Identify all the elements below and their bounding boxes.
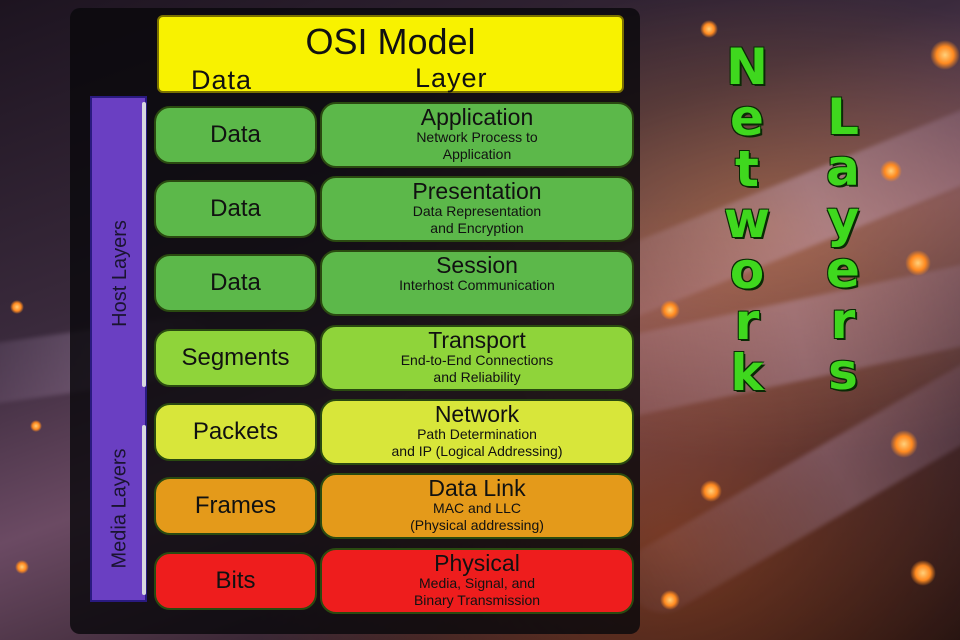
word-letter: w <box>723 191 771 249</box>
host-group-divider <box>142 102 146 387</box>
column-header-layer: Layer <box>415 63 488 93</box>
word-letter: L <box>827 88 859 146</box>
diagram-title: OSI Model <box>305 21 476 62</box>
host-layers-label: Host Layers <box>108 219 131 327</box>
light-spark <box>880 160 902 182</box>
word-letter: e <box>730 89 764 147</box>
light-spark <box>890 430 918 458</box>
layer-description: Data Representation <box>412 203 542 219</box>
light-spark <box>905 250 931 276</box>
layer-description: Interhost Communication <box>399 277 555 293</box>
layer-name: Presentation <box>412 178 542 204</box>
title-box: OSI Model Data Layer <box>157 15 624 95</box>
data-unit-pill: Frames <box>154 477 317 535</box>
column-header-data: Data <box>191 65 253 95</box>
data-unit-pill: Data <box>154 106 317 164</box>
layer-description: Binary Transmission <box>413 592 541 608</box>
data-unit-pill: Segments <box>154 329 317 387</box>
data-unit-pill: Data <box>154 180 317 238</box>
layer-name: Transport <box>428 327 526 353</box>
light-spark <box>15 560 29 574</box>
layer-description: Application <box>442 146 512 162</box>
layer-name: Physical <box>434 550 520 576</box>
media-group-divider <box>142 425 146 595</box>
word-letter: a <box>826 139 860 197</box>
word-letter: o <box>729 242 765 300</box>
layer-description: End-to-End Connections <box>400 352 554 368</box>
light-spark <box>700 480 722 502</box>
media-layers-label: Media Layers <box>108 447 131 569</box>
word-letter: t <box>735 140 759 198</box>
data-unit-pill: Bits <box>154 552 317 610</box>
layer-description: and IP (Logical Addressing) <box>391 443 563 459</box>
layer-description: Network Process to <box>416 129 538 145</box>
word-letter: N <box>726 38 768 96</box>
layer-name: Application <box>420 104 534 130</box>
layer-description: Path Determination <box>417 426 537 442</box>
layer-group-bar: Host Layers Media Layers <box>90 96 147 602</box>
light-spark <box>30 420 42 432</box>
light-spark <box>660 300 680 320</box>
light-spark <box>910 560 936 586</box>
word-letter: y <box>826 190 860 248</box>
light-spark <box>700 20 718 38</box>
word-letter: k <box>730 344 764 402</box>
layer-description: and Reliability <box>433 369 521 385</box>
layer-name: Network <box>434 401 520 427</box>
data-unit-pill: Data <box>154 254 317 312</box>
word-letter: r <box>830 292 856 350</box>
layer-description: Media, Signal, and <box>419 575 535 591</box>
layer-description: and Encryption <box>430 220 524 236</box>
layer-name: Session <box>436 252 518 278</box>
layer-name: Data Link <box>428 475 526 501</box>
word-letter: r <box>734 293 760 351</box>
data-unit-pill: Packets <box>154 403 317 461</box>
word-letter: e <box>826 241 860 299</box>
light-spark <box>930 40 960 70</box>
layer-description: MAC and LLC <box>433 500 521 516</box>
light-spark <box>10 300 24 314</box>
light-spark <box>660 590 680 610</box>
word-letter: s <box>828 343 858 401</box>
layer-description: (Physical addressing) <box>410 517 544 533</box>
